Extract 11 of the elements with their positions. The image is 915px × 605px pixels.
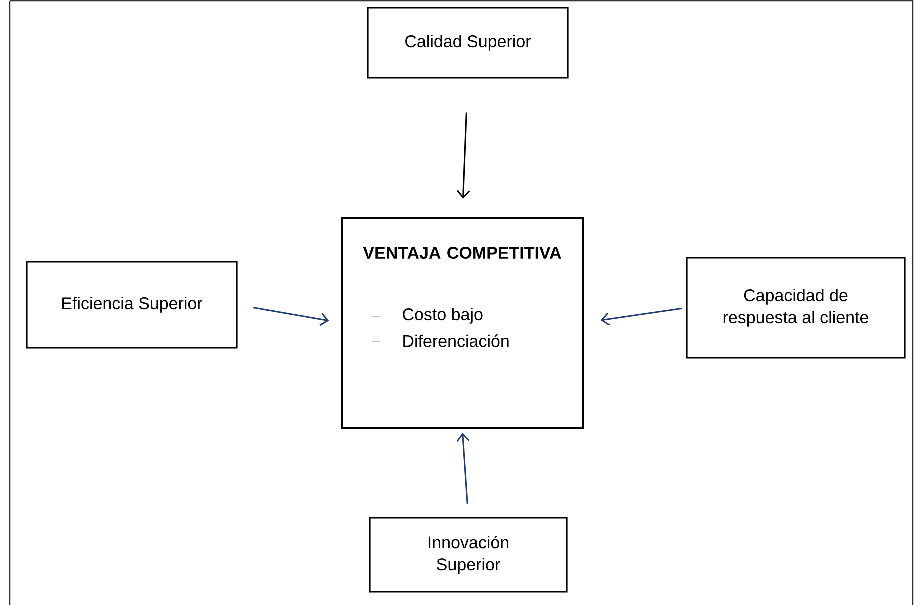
list-item: Diferenciación (372, 334, 509, 348)
arrow (600, 308, 682, 326)
arrow (253, 307, 330, 326)
factor-box: Calidad Superior (367, 7, 569, 79)
advantage-box: VENTAJA COMPETITIVA Costo bajo Diferenciación (341, 217, 584, 429)
arrow (456, 433, 470, 504)
factor-box: Eficiencia Superior (26, 261, 238, 349)
factor-box: Capacidad de respuesta al cliente (686, 257, 906, 359)
arrow (456, 112, 470, 200)
factor-box: Innovación Superior (369, 517, 568, 593)
list-item: Costo bajo (372, 308, 483, 324)
